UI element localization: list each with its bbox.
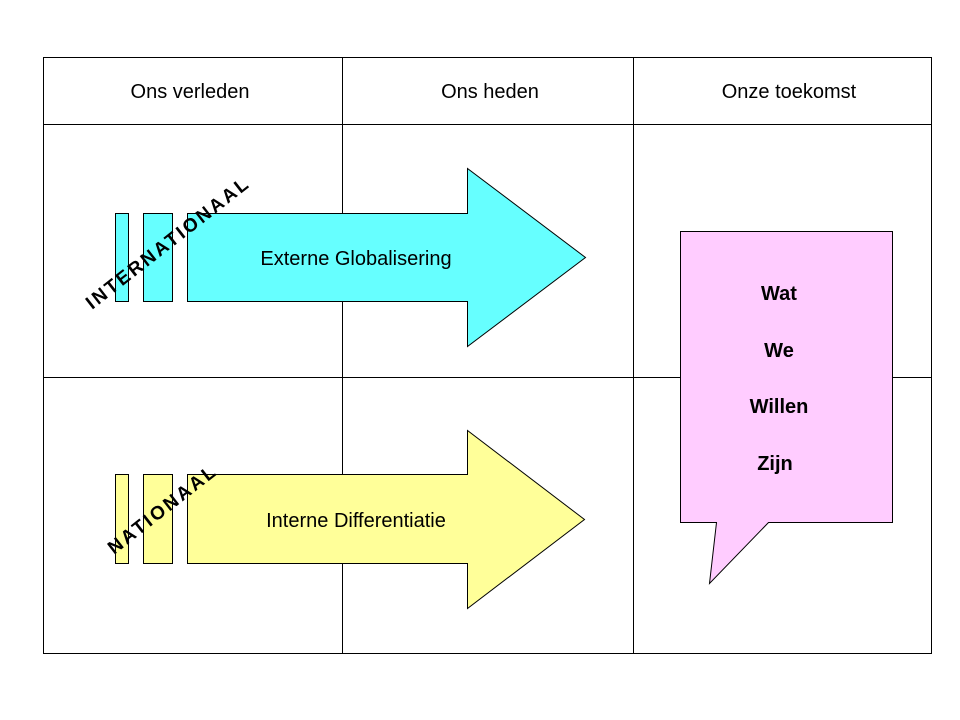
international-arrow-group: Externe Globalisering INTERNATIONAAL xyxy=(82,167,587,348)
national-arrow xyxy=(187,429,586,610)
international-stripe-2 xyxy=(143,213,173,302)
international-arrow xyxy=(187,167,587,348)
callout-bubble xyxy=(680,231,893,585)
column-header-present: Ons heden xyxy=(441,81,539,103)
callout-line-4: Zijn xyxy=(757,453,793,475)
international-stripe-1 xyxy=(115,213,129,302)
column-header-past: Ons verleden xyxy=(131,81,250,103)
grid-outer-border xyxy=(43,57,932,654)
national-stripe-1 xyxy=(115,474,129,564)
national-arrow-group: Interne Differentiatie NATIONAAL xyxy=(104,429,586,610)
vision-callout: Wat We Willen Zijn xyxy=(680,231,893,585)
column-header-future: Onze toekomst xyxy=(722,81,857,103)
national-arrow-label: Interne Differentiatie xyxy=(266,510,446,532)
callout-line-2: We xyxy=(764,340,794,362)
international-arrow-label: Externe Globalisering xyxy=(260,248,451,270)
national-stripe-2 xyxy=(143,474,173,564)
callout-line-1: Wat xyxy=(761,283,797,305)
callout-line-3: Willen xyxy=(750,396,809,418)
